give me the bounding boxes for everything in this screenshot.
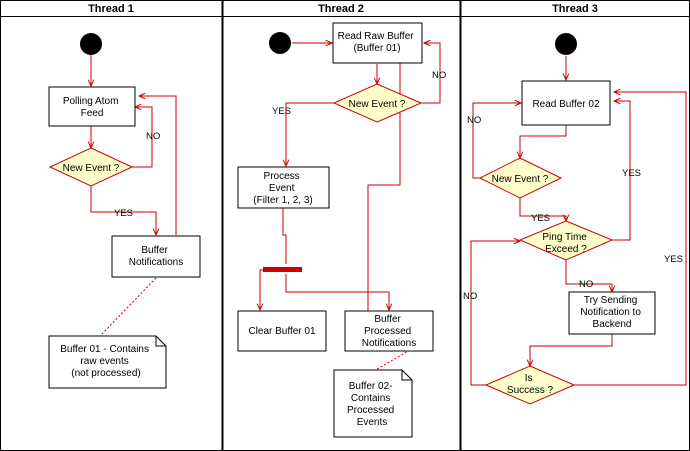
t1-polling-atom-feed-label: Polling Atom Feed [63,96,121,119]
t3-new-event-decision [478,157,563,199]
thread-2-group: Read Raw Buffer (Buffer 01) NO New Event… [237,22,446,438]
t1-new-event-decision [48,147,134,187]
t2-clear-buffer-label: Clear Buffer 01 [248,326,316,337]
t2-new-event-label: New Event ? [349,99,406,110]
t2-edge-fork-to-buffer [285,274,389,310]
t2-read-raw-buffer-label: Read Raw Buffer (Buffer 01) [338,31,417,54]
t2-buffer-02-note [333,369,413,438]
t3-edge-success-yes-loop [574,92,687,386]
t3-try-sending-label: Try Sending Notification to Backend [580,295,643,330]
t2-edge-decision-yes [286,102,334,166]
t2-start-node [269,32,291,54]
t1-edge-decision-yes [90,186,156,235]
t3-event-yes-label: YES [531,213,550,224]
t3-read-buffer-02-box [521,80,611,126]
t3-event-no-label: NO [467,115,481,126]
t2-read-raw-buffer-box [332,22,423,64]
t3-edge-event-no-loop [472,103,521,179]
thread-3-group: Read Buffer 02 NO New Event ? YES YES Pi… [463,33,687,405]
t1-start-node [80,33,102,55]
t3-success-no-label: NO [463,291,477,302]
t3-is-success-decision [484,365,576,405]
t2-buffer-processed-label: Buffer Processed Notifications [362,314,416,349]
t2-no-label: NO [432,70,446,81]
thread-1-group: Polling Atom Feed New Event ? NO YES Buf… [48,33,201,389]
t2-yes-label: YES [272,106,291,117]
t3-edge-ping-yes-loop [612,101,631,241]
t1-new-event-label: New Event ? [63,163,120,174]
t3-read-buffer-02-label: Read Buffer 02 [532,99,600,110]
t3-success-yes-label: YES [664,254,683,265]
t3-new-event-label: New Event ? [492,174,549,185]
t2-edge-fork-to-clear [260,269,270,310]
t2-buffer-02-note-text: Buffer 02- Contains Processed Events [347,381,397,428]
t3-is-success-label: Is Success ? [507,373,554,396]
t3-ping-time-decision [518,220,614,261]
t3-edge-ping-no [565,260,612,292]
t2-edge-decision-no-loop [421,43,441,104]
t1-buffer-notifications-box [111,235,201,278]
lane-title-thread-3: Thread 3 [552,3,598,15]
t2-clear-buffer-box [237,310,327,352]
lane-title-thread-1: Thread 1 [88,3,134,15]
t2-fork-bar [263,267,302,272]
t1-note-connector [99,277,157,337]
t2-process-event-label: Process Event (Filter 1, 2, 3) [253,171,312,206]
t1-buffer-01-note [48,335,167,389]
t1-edge-decision-no-loop [132,107,153,168]
t1-buffer-01-note-text: Buffer 01 - Contains raw events (not pro… [60,344,152,379]
t2-process-event-box [237,166,330,209]
t3-start-node [555,33,577,55]
t3-try-sending-box [568,291,656,335]
t2-edge-process-to-fork [282,208,287,264]
t3-edge-event-yes [519,198,566,221]
t2-edge-buffer-loop [367,56,400,312]
t2-note-connector [371,349,411,373]
t2-buffer-processed-box [344,310,434,352]
t3-ping-time-label: Ping Time Exceed ? [542,232,589,255]
t1-buffer-notifications-label: Buffer Notifications [129,245,183,268]
t3-ping-no-label: NO [579,279,593,290]
lane-title-thread-2: Thread 2 [318,3,364,15]
t1-polling-atom-feed-box [48,86,136,127]
t1-edge-buffer-loop [139,96,177,235]
t1-yes-label: YES [114,208,133,219]
t3-edge-success-no-loop [470,241,520,386]
t1-no-label: NO [146,131,160,142]
t3-edge-send-to-success [530,334,613,366]
t2-new-event-decision [332,83,423,123]
t3-edge-read-to-event [520,125,567,158]
t3-ping-yes-label: YES [622,168,641,179]
